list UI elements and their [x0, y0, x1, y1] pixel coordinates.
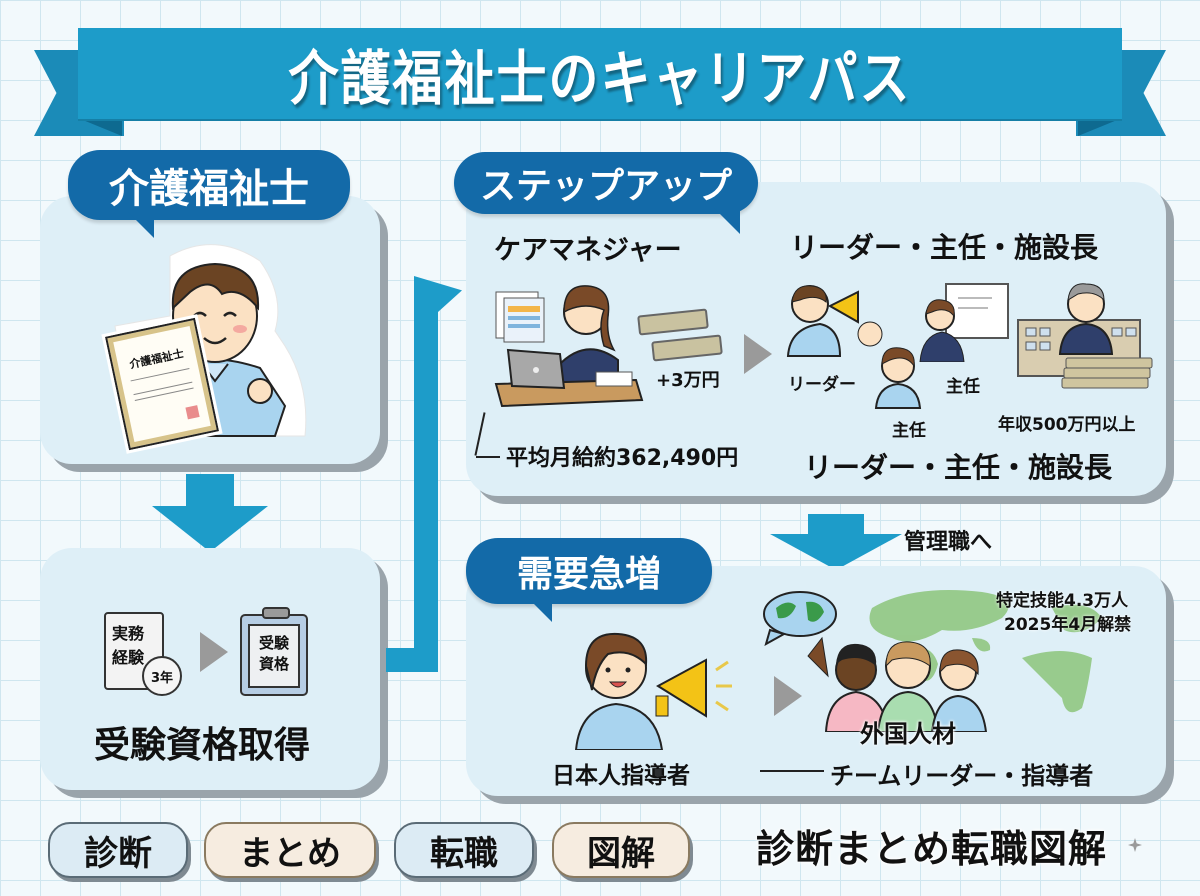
clipboard-text-2: 資格: [258, 655, 289, 673]
foreign-workers-icon: [807, 636, 988, 733]
leader-title: リーダー・主任・施設長: [790, 231, 1099, 264]
tag-summary[interactable]: まとめ: [204, 822, 376, 878]
tokutei-stat-line1: 特定技能4.3万人: [996, 591, 1129, 611]
arrow-down-management: [808, 514, 864, 536]
bubble-demand-label: 需要急増: [516, 554, 661, 595]
bubble-stepup-label: ステップアップ: [479, 166, 732, 207]
connector-arrow-head: [414, 276, 462, 312]
bubble-demand: 需要急増: [466, 538, 712, 604]
tokutei-stat-line2: 2025年4月解禁: [1004, 615, 1132, 635]
tag-diagnosis[interactable]: 診断: [48, 822, 188, 878]
director-income: 年収500万円以上: [998, 415, 1136, 435]
chief-whiteboard-illustration: [918, 282, 1010, 363]
foreign-talent-label: 外国人材: [860, 720, 956, 748]
three-years-label: 3年: [150, 670, 174, 686]
bubble-stepup: ステップアップ: [454, 152, 758, 214]
doc-text-2: 経験: [112, 648, 145, 667]
three-years-badge: 3年: [142, 656, 182, 696]
megaphone-caregiver-icon: [574, 632, 732, 751]
footer-title: 診断まとめ転職図解: [756, 827, 1108, 871]
japanese-lead-label: 日本人指導者: [552, 763, 690, 789]
chief-caregivers-illustration: [850, 310, 930, 410]
role-chief-right: 主任: [946, 377, 980, 397]
tag-diagnosis-label: 診断: [84, 833, 152, 874]
team-leader-label: チームリーダー・指導者: [830, 762, 1094, 790]
doc-text-1: 実務: [112, 624, 145, 643]
arrow-down-management-head: [770, 534, 902, 570]
leader-icon: [786, 285, 859, 357]
exam-eligibility-label: 受験資格取得: [94, 725, 311, 766]
globe-speech-icon: [760, 590, 840, 647]
arrow-right-gray: [200, 632, 228, 672]
tag-job-change-label: 転職: [430, 833, 498, 874]
team-leader-dash: [760, 770, 824, 772]
arrow-right-gray-stepup: [744, 334, 772, 374]
bubble-kaigo-label: 介護福祉士: [109, 166, 309, 212]
globe-icon: [763, 591, 837, 647]
japanese-lead-illustration: [566, 620, 746, 751]
world-map-icon: [869, 590, 1102, 713]
clipboard-icon: 受験 資格: [240, 607, 308, 696]
leader-megaphone-illustration: [780, 280, 870, 360]
foreign-workers-illustration: [802, 636, 992, 733]
role-leader: リーダー: [788, 375, 856, 395]
tag-summary-label: まとめ: [239, 833, 341, 874]
sparkle-icon: [1128, 838, 1142, 852]
title-ribbon: 介護福祉士のキャリアパス: [78, 28, 1122, 119]
care-manager-salary: 平均月給約362,490円: [506, 446, 739, 471]
care-manager-illustration: [486, 276, 646, 416]
chief-icon: [857, 321, 922, 409]
role-chief-bottom: 主任: [892, 421, 926, 441]
tag-illustrated[interactable]: 図解: [552, 822, 690, 878]
bubble-kaigo: 介護福祉士: [68, 150, 350, 220]
arrow-right-gray-demand: [774, 676, 802, 716]
care-manager-desk-icon: [494, 285, 644, 408]
arrow-down-left: [186, 474, 234, 508]
seal-icon: [185, 405, 200, 420]
tag-illustrated-label: 図解: [587, 833, 655, 874]
connector-line-vertical: [414, 290, 438, 672]
care-manager-title: ケアマネジャー: [494, 235, 682, 266]
whiteboard-teacher-icon: [919, 283, 1009, 363]
facility-director-illustration: [1016, 276, 1156, 396]
leader-subtitle: リーダー・主任・施設長: [804, 451, 1113, 484]
page-title: 介護福祉士のキャリアパス: [288, 44, 912, 113]
arrow-down-left-head: [152, 506, 268, 552]
world-map-background: [852, 578, 1152, 728]
clipboard-text-1: 受験: [258, 634, 289, 652]
salary-pointer-line-h: [476, 456, 500, 458]
care-manager-bonus: +3万円: [656, 370, 720, 391]
director-building-icon: [1017, 283, 1153, 389]
management-label: 管理職へ: [904, 530, 993, 555]
tag-job-change[interactable]: 転職: [394, 822, 534, 878]
